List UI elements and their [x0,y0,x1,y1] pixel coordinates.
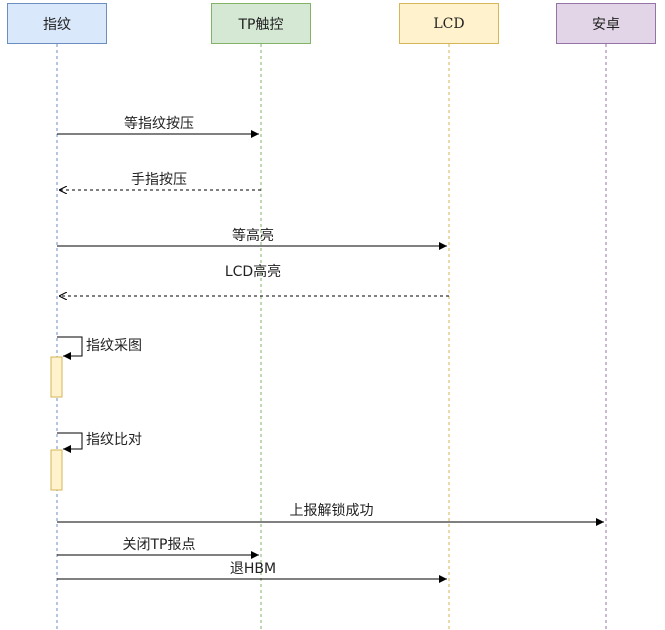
participant-tp-touch: TP触控 [211,3,311,44]
participant-lcd: LCD [399,3,499,44]
self-message-arrow [57,432,83,453]
activation-bar [50,449,63,491]
message-label-wait-highlight: 等高亮 [232,228,274,244]
message-label-wait-press: 等指纹按压 [124,116,194,132]
activation-bar [50,356,63,398]
message-label-report-unlock: 上报解锁成功 [289,503,374,519]
message-label-exit-hbm: 退HBM [229,561,277,577]
message-label-finger-press: 手指按压 [131,172,187,188]
participant-fingerprint: 指纹 [7,3,107,44]
message-label-compare: 指纹比对 [86,432,142,448]
participant-android: 安卓 [556,3,656,44]
message-label-close-tp: 关闭TP报点 [122,537,196,553]
message-label-capture: 指纹采图 [86,338,142,354]
message-label-lcd-highlight: LCD高亮 [224,264,282,280]
self-message-arrow [57,336,83,360]
